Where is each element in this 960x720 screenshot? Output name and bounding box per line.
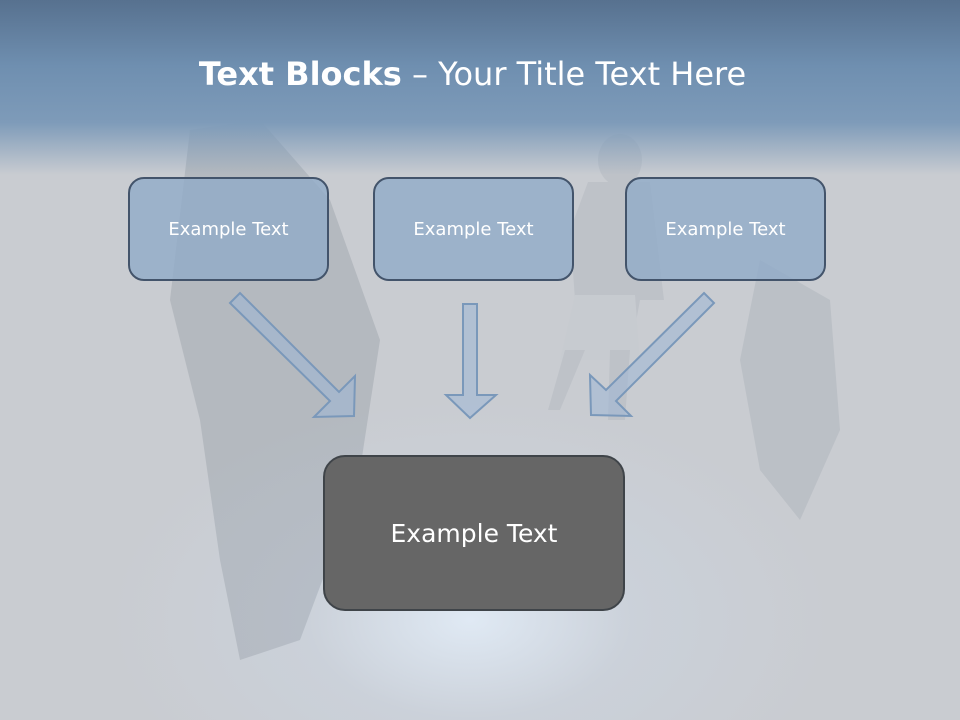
main-text-block: Example Text <box>323 455 625 611</box>
arrow-left-diagonal <box>228 291 357 419</box>
title-bold-part: Text Blocks <box>198 55 402 93</box>
title-dash: – <box>401 55 439 93</box>
text-block-center: Example Text <box>373 177 574 281</box>
text-block-right: Example Text <box>625 177 826 281</box>
arrow-right-diagonal <box>588 291 716 418</box>
text-block-left: Example Text <box>128 177 329 281</box>
slide-title: Text Blocks – Your Title Text Here <box>0 54 945 94</box>
title-rest: Your Title Text Here <box>438 55 747 93</box>
arrow-center-down <box>443 303 499 420</box>
main-text-block-label: Example Text <box>390 518 558 548</box>
text-block-right-label: Example Text <box>665 218 786 240</box>
text-block-left-label: Example Text <box>168 218 289 240</box>
header-band <box>0 0 960 175</box>
text-block-center-label: Example Text <box>413 218 534 240</box>
